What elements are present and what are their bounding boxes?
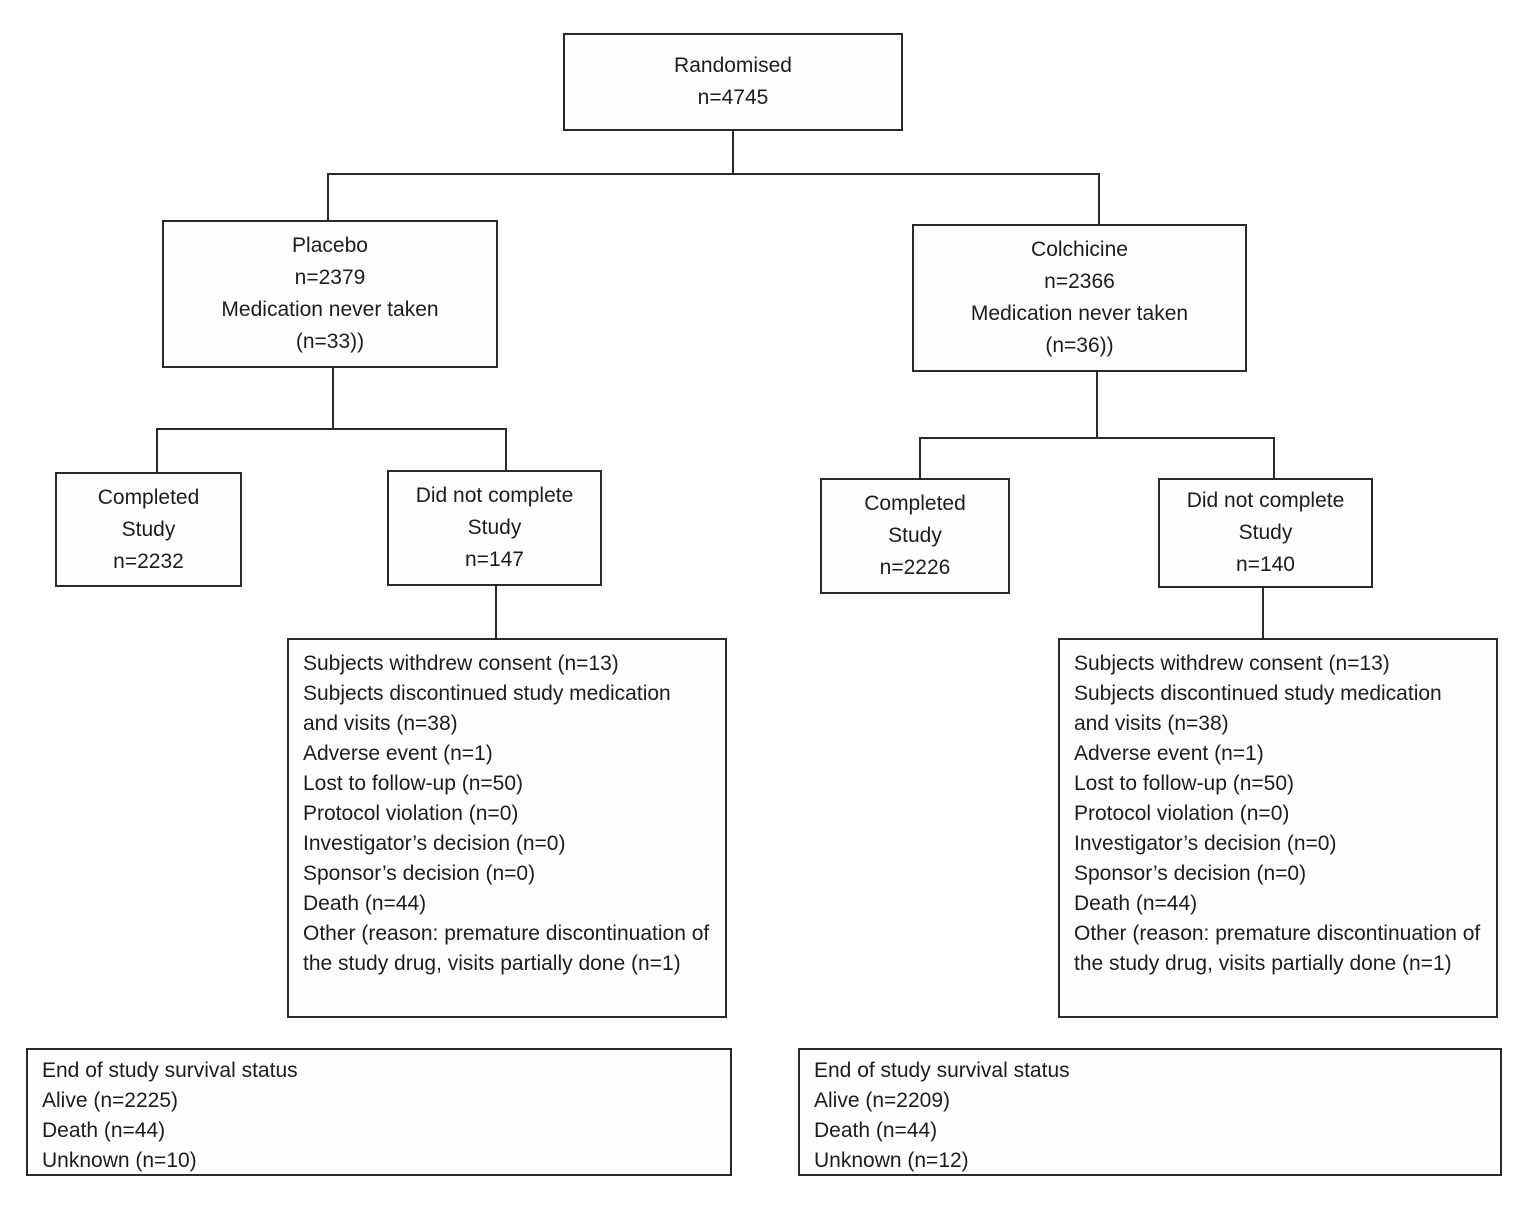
connector-line [495, 584, 497, 638]
reason-item: Protocol violation (n=0) [1074, 802, 1290, 825]
reason-item: Sponsor’s decision (n=0) [303, 862, 536, 885]
connector-line [327, 173, 1100, 175]
arm-name: Colchicine [1031, 238, 1128, 261]
completed-line: Completed [97, 485, 200, 509]
colchicine-survival-status-box: End of study survival status Alive (n=22… [798, 1048, 1502, 1176]
arm-note-count: (n=33)) [295, 330, 365, 353]
did-not-complete-count: n=147 [465, 548, 524, 571]
arm-note-count: (n=36)) [1045, 334, 1114, 357]
reason-item: Death (n=44) [1074, 892, 1198, 915]
arm-name: Placebo [292, 234, 368, 257]
colchicine-did-not-complete-box: Did not complete Study n=140 [1158, 478, 1373, 588]
randomised-label: Randomised [674, 54, 792, 77]
colchicine-withdrawal-reasons-box: Subjects withdrew consent (n=13) Subject… [1058, 638, 1498, 1018]
reason-item: Other (reason: premature discontinuation… [1074, 922, 1481, 975]
reason-item: Death (n=44) [303, 892, 427, 915]
reason-item: Other (reason: premature discontinuation… [303, 922, 710, 975]
reason-item: Protocol violation (n=0) [303, 802, 519, 825]
reason-item: Subjects discontinued study medication a… [303, 682, 671, 735]
reason-item: Subjects withdrew consent (n=13) [303, 652, 619, 675]
placebo-withdrawal-reasons-box: Subjects withdrew consent (n=13) Subject… [287, 638, 727, 1018]
completed-line: Study [121, 517, 176, 541]
did-not-complete-line: Did not complete [415, 484, 574, 507]
reason-item: Sponsor’s decision (n=0) [1074, 862, 1307, 885]
placebo-survival-status-box: End of study survival status Alive (n=22… [26, 1048, 732, 1176]
connector-line [505, 428, 507, 474]
survival-title: End of study survival status [42, 1059, 298, 1082]
reason-item: Subjects discontinued study medication a… [1074, 682, 1442, 735]
reason-item: Adverse event (n=1) [1074, 742, 1264, 765]
connector-line [1273, 437, 1275, 479]
connector-line [332, 367, 334, 429]
did-not-complete-line: Did not complete [1186, 489, 1345, 512]
connector-line [732, 130, 734, 174]
connector-line [156, 428, 507, 430]
arm-note: Medication never taken [221, 298, 439, 321]
did-not-complete-line: Study [467, 516, 522, 539]
survival-unknown: Unknown (n=10) [42, 1149, 197, 1172]
completed-count: n=2232 [113, 549, 184, 573]
survival-death: Death (n=44) [42, 1119, 166, 1142]
reason-item: Subjects withdrew consent (n=13) [1074, 652, 1390, 675]
connector-line [1262, 586, 1264, 638]
colchicine-completed-box: Completed Study n=2226 [820, 478, 1010, 594]
did-not-complete-line: Study [1238, 521, 1293, 544]
colchicine-group-box: Colchicine n=2366 Medication never taken… [912, 224, 1247, 372]
survival-title: End of study survival status [814, 1059, 1070, 1082]
connector-line [156, 428, 158, 474]
completed-line: Study [888, 524, 942, 547]
survival-death: Death (n=44) [814, 1119, 938, 1142]
completed-count: n=2226 [879, 556, 951, 579]
reason-item: Investigator’s decision (n=0) [303, 832, 566, 855]
placebo-group-box: Placebo n=2379 Medication never taken (n… [162, 220, 498, 368]
did-not-complete-count: n=140 [1236, 553, 1295, 576]
connector-line [919, 437, 1275, 439]
randomised-box: Randomised n=4745 [563, 33, 903, 131]
connector-line [1098, 173, 1100, 226]
placebo-completed-box: Completed Study n=2232 [55, 472, 242, 587]
randomised-count: n=4745 [697, 86, 769, 109]
connector-line [1096, 371, 1098, 438]
placebo-did-not-complete-box: Did not complete Study n=147 [387, 470, 602, 586]
survival-alive: Alive (n=2209) [814, 1089, 950, 1112]
reason-item: Adverse event (n=1) [303, 742, 493, 765]
arm-note: Medication never taken [970, 302, 1189, 325]
reason-item: Lost to follow-up (n=50) [303, 772, 524, 795]
survival-unknown: Unknown (n=12) [814, 1149, 969, 1172]
connector-line [327, 173, 329, 222]
completed-line: Completed [864, 492, 966, 515]
reason-item: Investigator’s decision (n=0) [1074, 832, 1337, 855]
survival-alive: Alive (n=2225) [42, 1089, 178, 1112]
arm-count: n=2379 [294, 266, 366, 289]
arm-count: n=2366 [1044, 270, 1115, 293]
connector-line [919, 437, 921, 479]
reason-item: Lost to follow-up (n=50) [1074, 772, 1295, 795]
